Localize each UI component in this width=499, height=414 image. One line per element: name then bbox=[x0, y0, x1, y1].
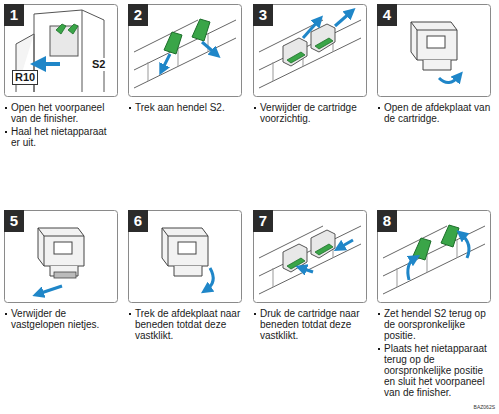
callout-number: 7 bbox=[253, 210, 273, 232]
part-name: R10 bbox=[12, 70, 38, 85]
instruction-text: Verwijder de vastgelopen nietjes. bbox=[4, 308, 118, 330]
instruction-text: Open de afdekplaat van de cartridge. bbox=[377, 102, 491, 124]
instruction-text: Plaats het nietapparaat terug op de oors… bbox=[377, 343, 491, 398]
callout-number: 8 bbox=[377, 210, 397, 232]
part-name: S2 bbox=[90, 58, 107, 71]
instruction-text: Druk de cartridge naar beneden totdat de… bbox=[253, 308, 367, 341]
callout-number: 4 bbox=[377, 4, 397, 26]
instruction-text: Haal het nietapparaat er uit. bbox=[4, 126, 118, 148]
instruction-text: Zet hendel S2 terug op de oorspronkelijk… bbox=[377, 308, 491, 341]
figure-code: BAZ062S bbox=[474, 404, 495, 410]
callout-number: 2 bbox=[128, 4, 148, 26]
instruction-text: Trek de afdekplaat naar beneden totdat d… bbox=[128, 308, 242, 341]
instruction-text: Trek aan hendel S2. bbox=[128, 102, 242, 113]
instruction-text: Verwijder de cartridge voorzichtig. bbox=[253, 102, 367, 124]
callout-number: 6 bbox=[128, 210, 148, 232]
instruction-text: Open het voorpaneel van de finisher. bbox=[4, 102, 118, 124]
callout-number: 5 bbox=[4, 210, 24, 232]
callout-number: 3 bbox=[253, 4, 273, 26]
callout-number: 1 bbox=[4, 4, 24, 26]
